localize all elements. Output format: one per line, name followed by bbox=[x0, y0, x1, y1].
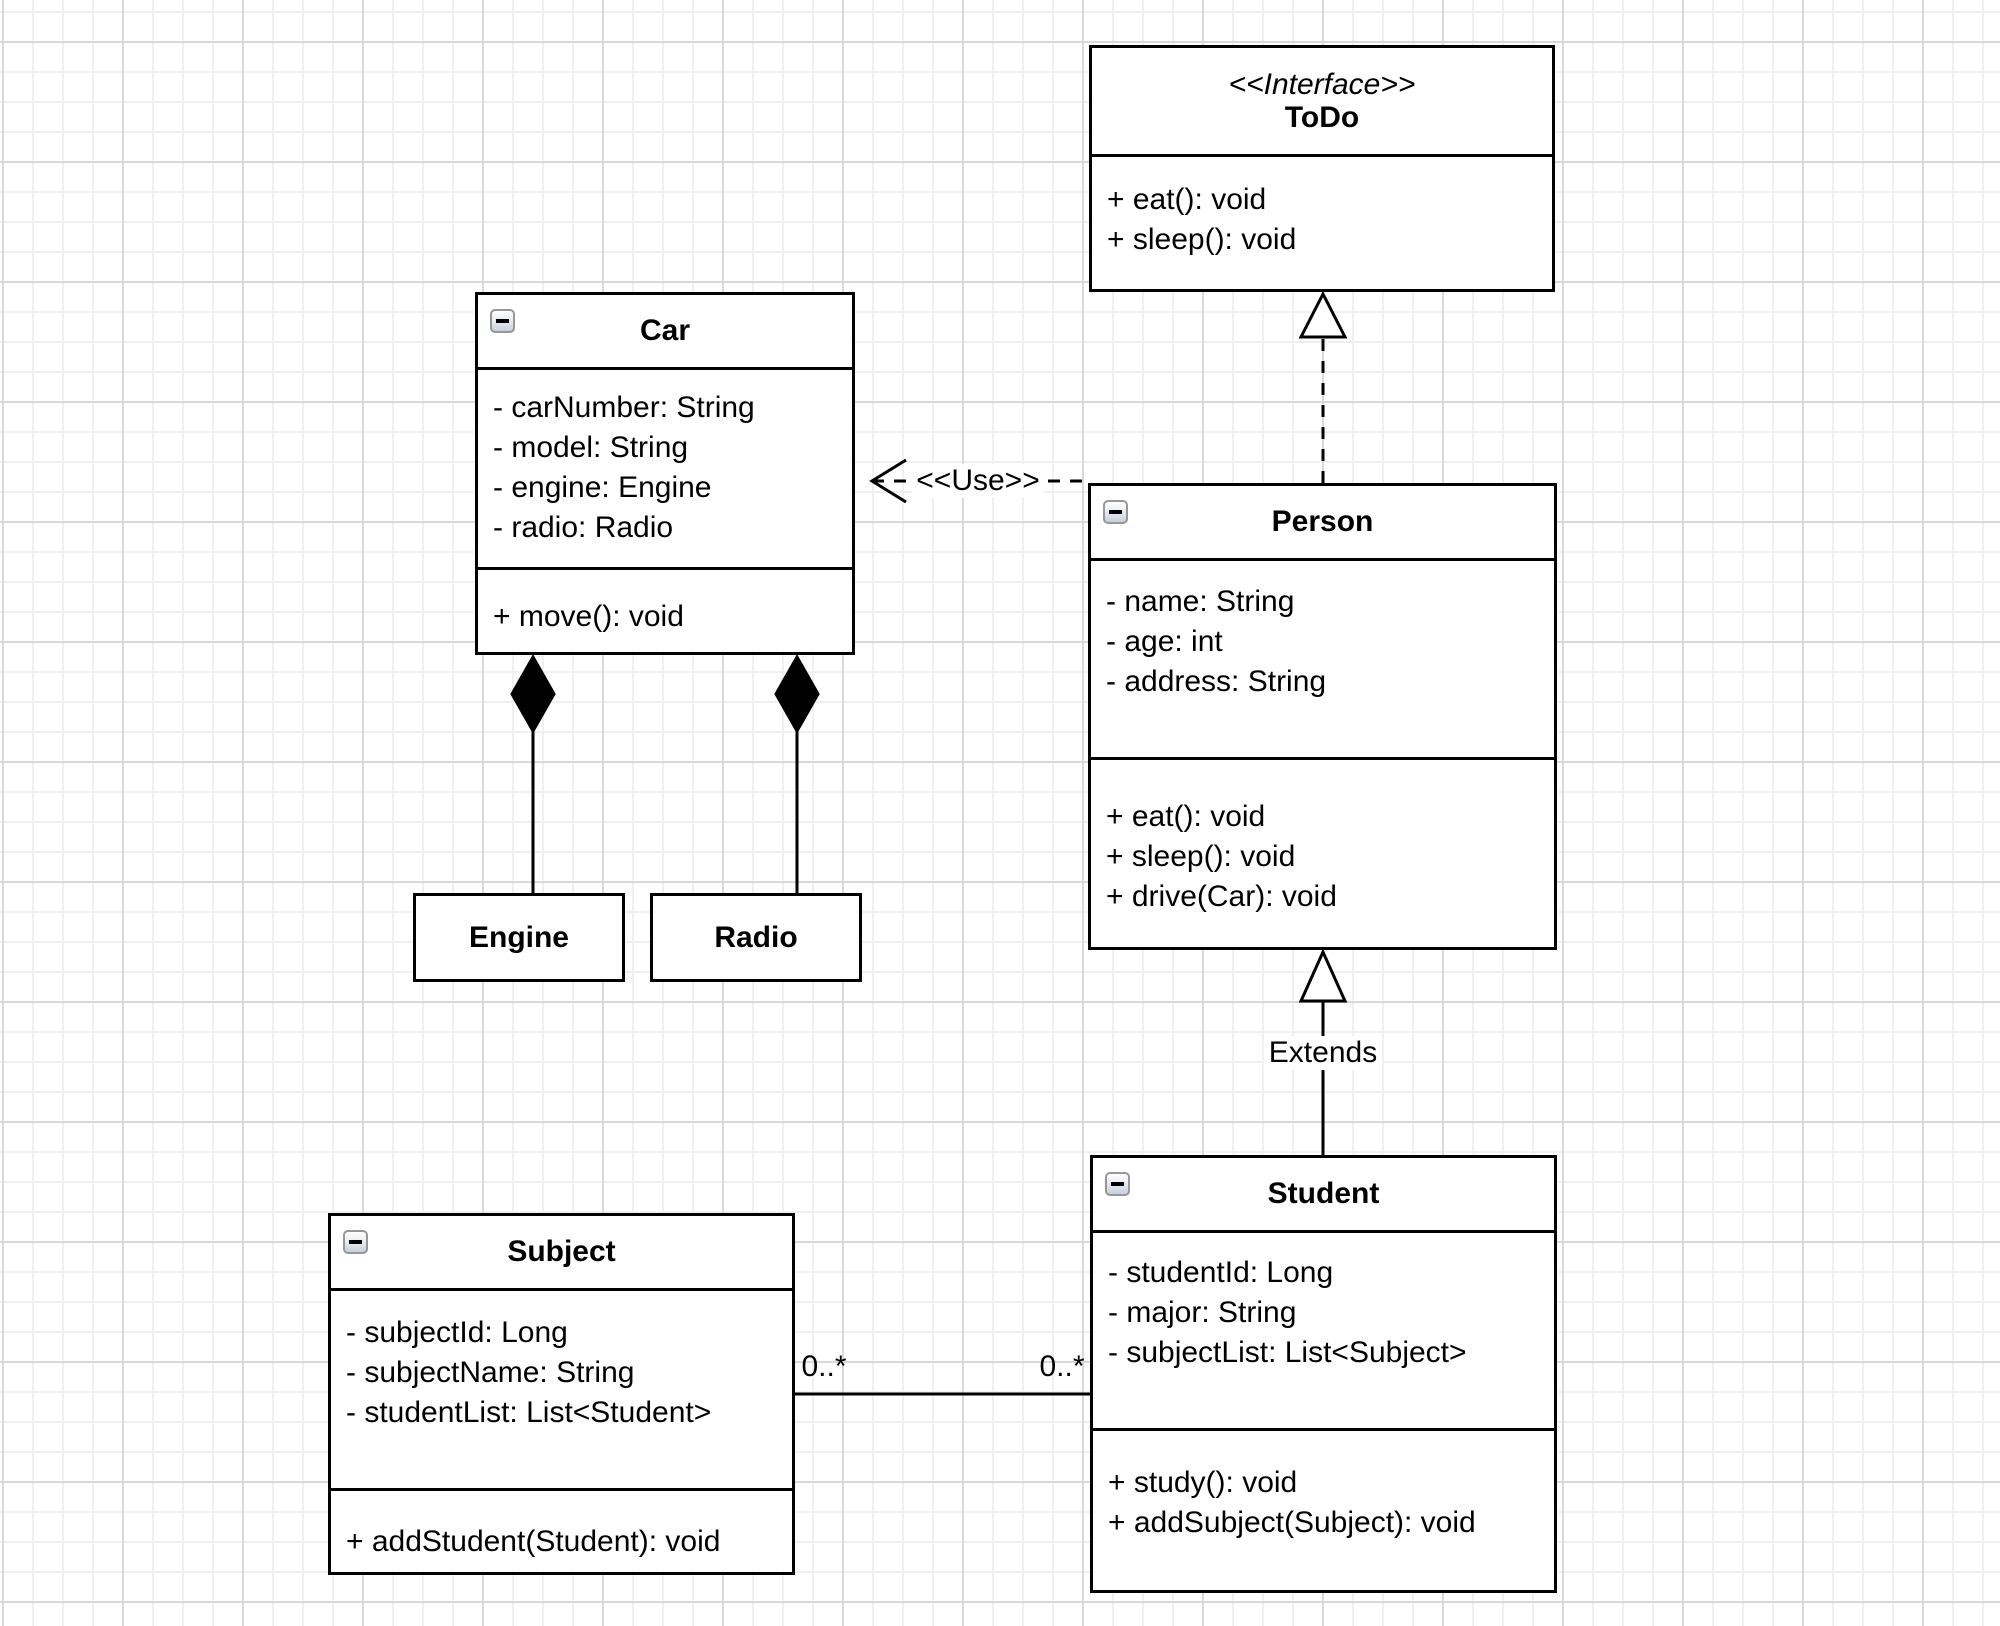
collapse-icon[interactable] bbox=[343, 1230, 368, 1254]
extends-edge-label[interactable]: Extends bbox=[1263, 1036, 1383, 1070]
method: + eat(): void bbox=[1106, 800, 1266, 833]
class-car-attributes: - carNumber: String - model: String - en… bbox=[478, 367, 852, 567]
collapse-icon[interactable] bbox=[490, 309, 515, 333]
attribute: - engine: Engine bbox=[493, 471, 712, 504]
class-car-title: Car bbox=[478, 295, 852, 367]
method: + eat(): void bbox=[1107, 183, 1267, 216]
method: + drive(Car): void bbox=[1106, 880, 1337, 913]
method: + study(): void bbox=[1108, 1466, 1298, 1499]
class-todo-name: ToDo bbox=[1284, 101, 1360, 134]
attribute: - radio: Radio bbox=[493, 511, 674, 544]
class-car[interactable]: Car - carNumber: String - model: String … bbox=[475, 292, 855, 655]
attribute: - studentId: Long bbox=[1108, 1256, 1334, 1289]
attribute: - subjectList: List<Subject> bbox=[1108, 1336, 1467, 1369]
method: + sleep(): void bbox=[1107, 223, 1297, 256]
collapse-minus-glyph bbox=[349, 1240, 362, 1244]
open-arrowhead bbox=[869, 458, 907, 504]
attribute: - subjectId: Long bbox=[346, 1316, 568, 1349]
class-person-attributes: - name: String - age: int - address: Str… bbox=[1091, 558, 1554, 757]
class-subject[interactable]: Subject - subjectId: Long - subjectName:… bbox=[328, 1213, 795, 1575]
class-radio-name: Radio bbox=[714, 920, 798, 954]
attribute: - address: String bbox=[1106, 665, 1327, 698]
attribute: - age: int bbox=[1106, 625, 1223, 658]
collapse-minus-glyph bbox=[1111, 1182, 1124, 1186]
method: + sleep(): void bbox=[1106, 840, 1296, 873]
subject-multiplicity-label[interactable]: 0..* bbox=[801, 1350, 847, 1383]
edge-person-implements-todo[interactable] bbox=[1298, 290, 1348, 483]
class-radio[interactable]: Radio bbox=[650, 893, 862, 982]
class-todo-methods: + eat(): void + sleep(): void bbox=[1092, 154, 1552, 289]
attribute: - major: String bbox=[1108, 1296, 1297, 1329]
class-person-title: Person bbox=[1091, 486, 1554, 558]
use-edge-label[interactable]: <<Use>> bbox=[911, 464, 1045, 498]
attribute: - carNumber: String bbox=[493, 391, 755, 424]
edge-car-composition-engine[interactable] bbox=[510, 653, 556, 893]
hollow-triangle-arrowhead bbox=[1298, 290, 1348, 339]
class-subject-attributes: - subjectId: Long - subjectName: String … bbox=[331, 1288, 792, 1488]
edge-car-composition-radio[interactable] bbox=[774, 653, 820, 893]
class-subject-methods: + addStudent(Student): void bbox=[331, 1488, 792, 1572]
class-todo-stereotype: <<Interface>> bbox=[1228, 68, 1416, 101]
hollow-triangle-arrowhead bbox=[1298, 948, 1348, 1003]
attribute: - subjectName: String bbox=[346, 1356, 635, 1389]
filled-diamond bbox=[774, 653, 820, 735]
class-person-name: Person bbox=[1271, 505, 1374, 538]
class-car-name: Car bbox=[639, 314, 691, 347]
class-person[interactable]: Person - name: String - age: int - addre… bbox=[1088, 483, 1557, 950]
method: + addSubject(Subject): void bbox=[1108, 1506, 1476, 1539]
collapse-icon[interactable] bbox=[1103, 500, 1128, 524]
class-student-attributes: - studentId: Long - major: String - subj… bbox=[1093, 1230, 1554, 1428]
class-engine-name: Engine bbox=[468, 920, 569, 954]
collapse-minus-glyph bbox=[1109, 510, 1122, 514]
class-student-title: Student bbox=[1093, 1158, 1554, 1230]
class-student-methods: + study(): void + addSubject(Subject): v… bbox=[1093, 1428, 1554, 1590]
attribute: - model: String bbox=[493, 431, 689, 464]
method: + addStudent(Student): void bbox=[346, 1525, 721, 1558]
method: + move(): void bbox=[493, 600, 684, 633]
class-engine[interactable]: Engine bbox=[413, 893, 625, 982]
class-subject-title: Subject bbox=[331, 1216, 792, 1288]
class-person-methods: + eat(): void + sleep(): void + drive(Ca… bbox=[1091, 757, 1554, 947]
class-todo[interactable]: <<Interface>> ToDo + eat(): void + sleep… bbox=[1089, 45, 1555, 292]
class-todo-title: <<Interface>> ToDo bbox=[1092, 48, 1552, 154]
student-multiplicity-label[interactable]: 0..* bbox=[1039, 1350, 1085, 1383]
class-student-name: Student bbox=[1267, 1177, 1380, 1210]
attribute: - name: String bbox=[1106, 585, 1295, 618]
collapse-minus-glyph bbox=[496, 319, 509, 323]
class-student[interactable]: Student - studentId: Long - major: Strin… bbox=[1090, 1155, 1557, 1593]
class-car-methods: + move(): void bbox=[478, 567, 852, 652]
class-subject-name: Subject bbox=[507, 1235, 616, 1268]
filled-diamond bbox=[510, 653, 556, 735]
collapse-icon[interactable] bbox=[1105, 1172, 1130, 1196]
class-todo-title-stack: <<Interface>> ToDo bbox=[1229, 68, 1416, 134]
attribute: - studentList: List<Student> bbox=[346, 1396, 712, 1429]
